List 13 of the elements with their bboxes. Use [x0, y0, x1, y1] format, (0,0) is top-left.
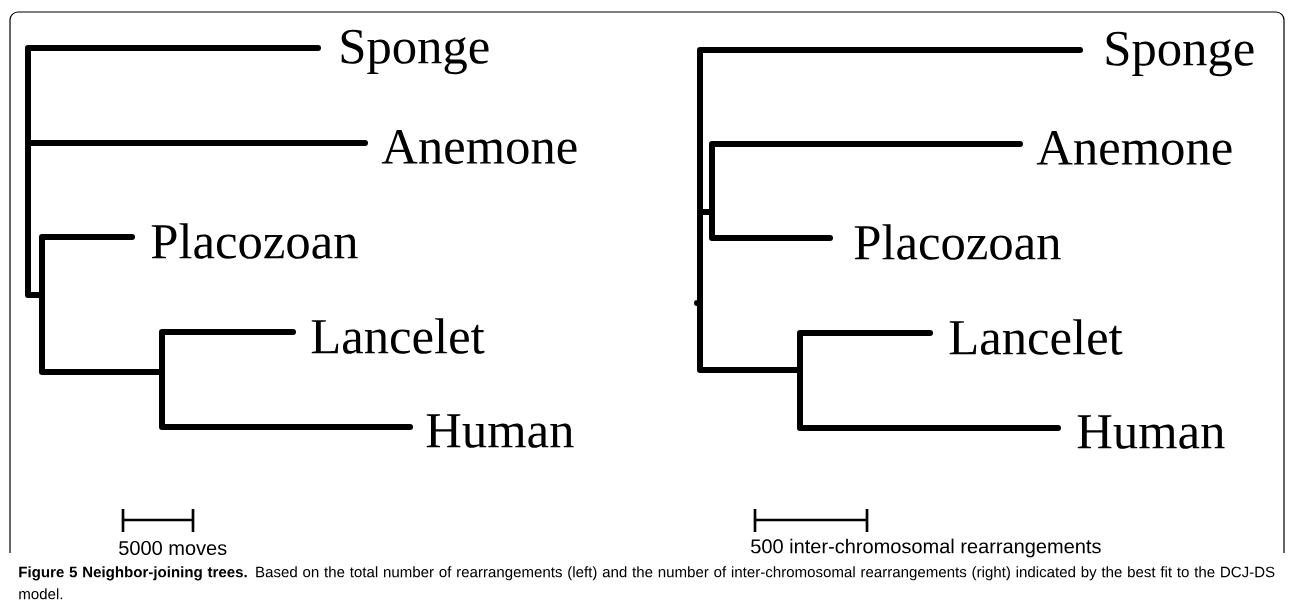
scale-label: 500 inter-chromosomal rearrangements	[751, 538, 1101, 558]
scale-label: 5000 moves	[119, 540, 227, 556]
leaf-label: Human	[1077, 415, 1225, 449]
leaf-label: Lancelet	[949, 319, 1123, 355]
leaf-label: Sponge	[1106, 31, 1254, 77]
leaf-label: Placozoan	[151, 223, 358, 259]
leaf-label: Lancelet	[311, 318, 485, 354]
leaf-label: Human	[426, 414, 574, 448]
leaf-label: Anemone	[1036, 131, 1232, 165]
leaf-label: Sponge	[341, 29, 489, 75]
leaf-label: Anemone	[381, 130, 577, 164]
leaf-label: Placozoan	[854, 224, 1061, 260]
figure-caption: Figure 5 Neighbor-joining trees. Based on the total number of rearrangements (left) and the number of inter-chromosomal rearrangements (right) indicated by the best fit to the DCJ-DS model.	[19, 566, 1275, 600]
